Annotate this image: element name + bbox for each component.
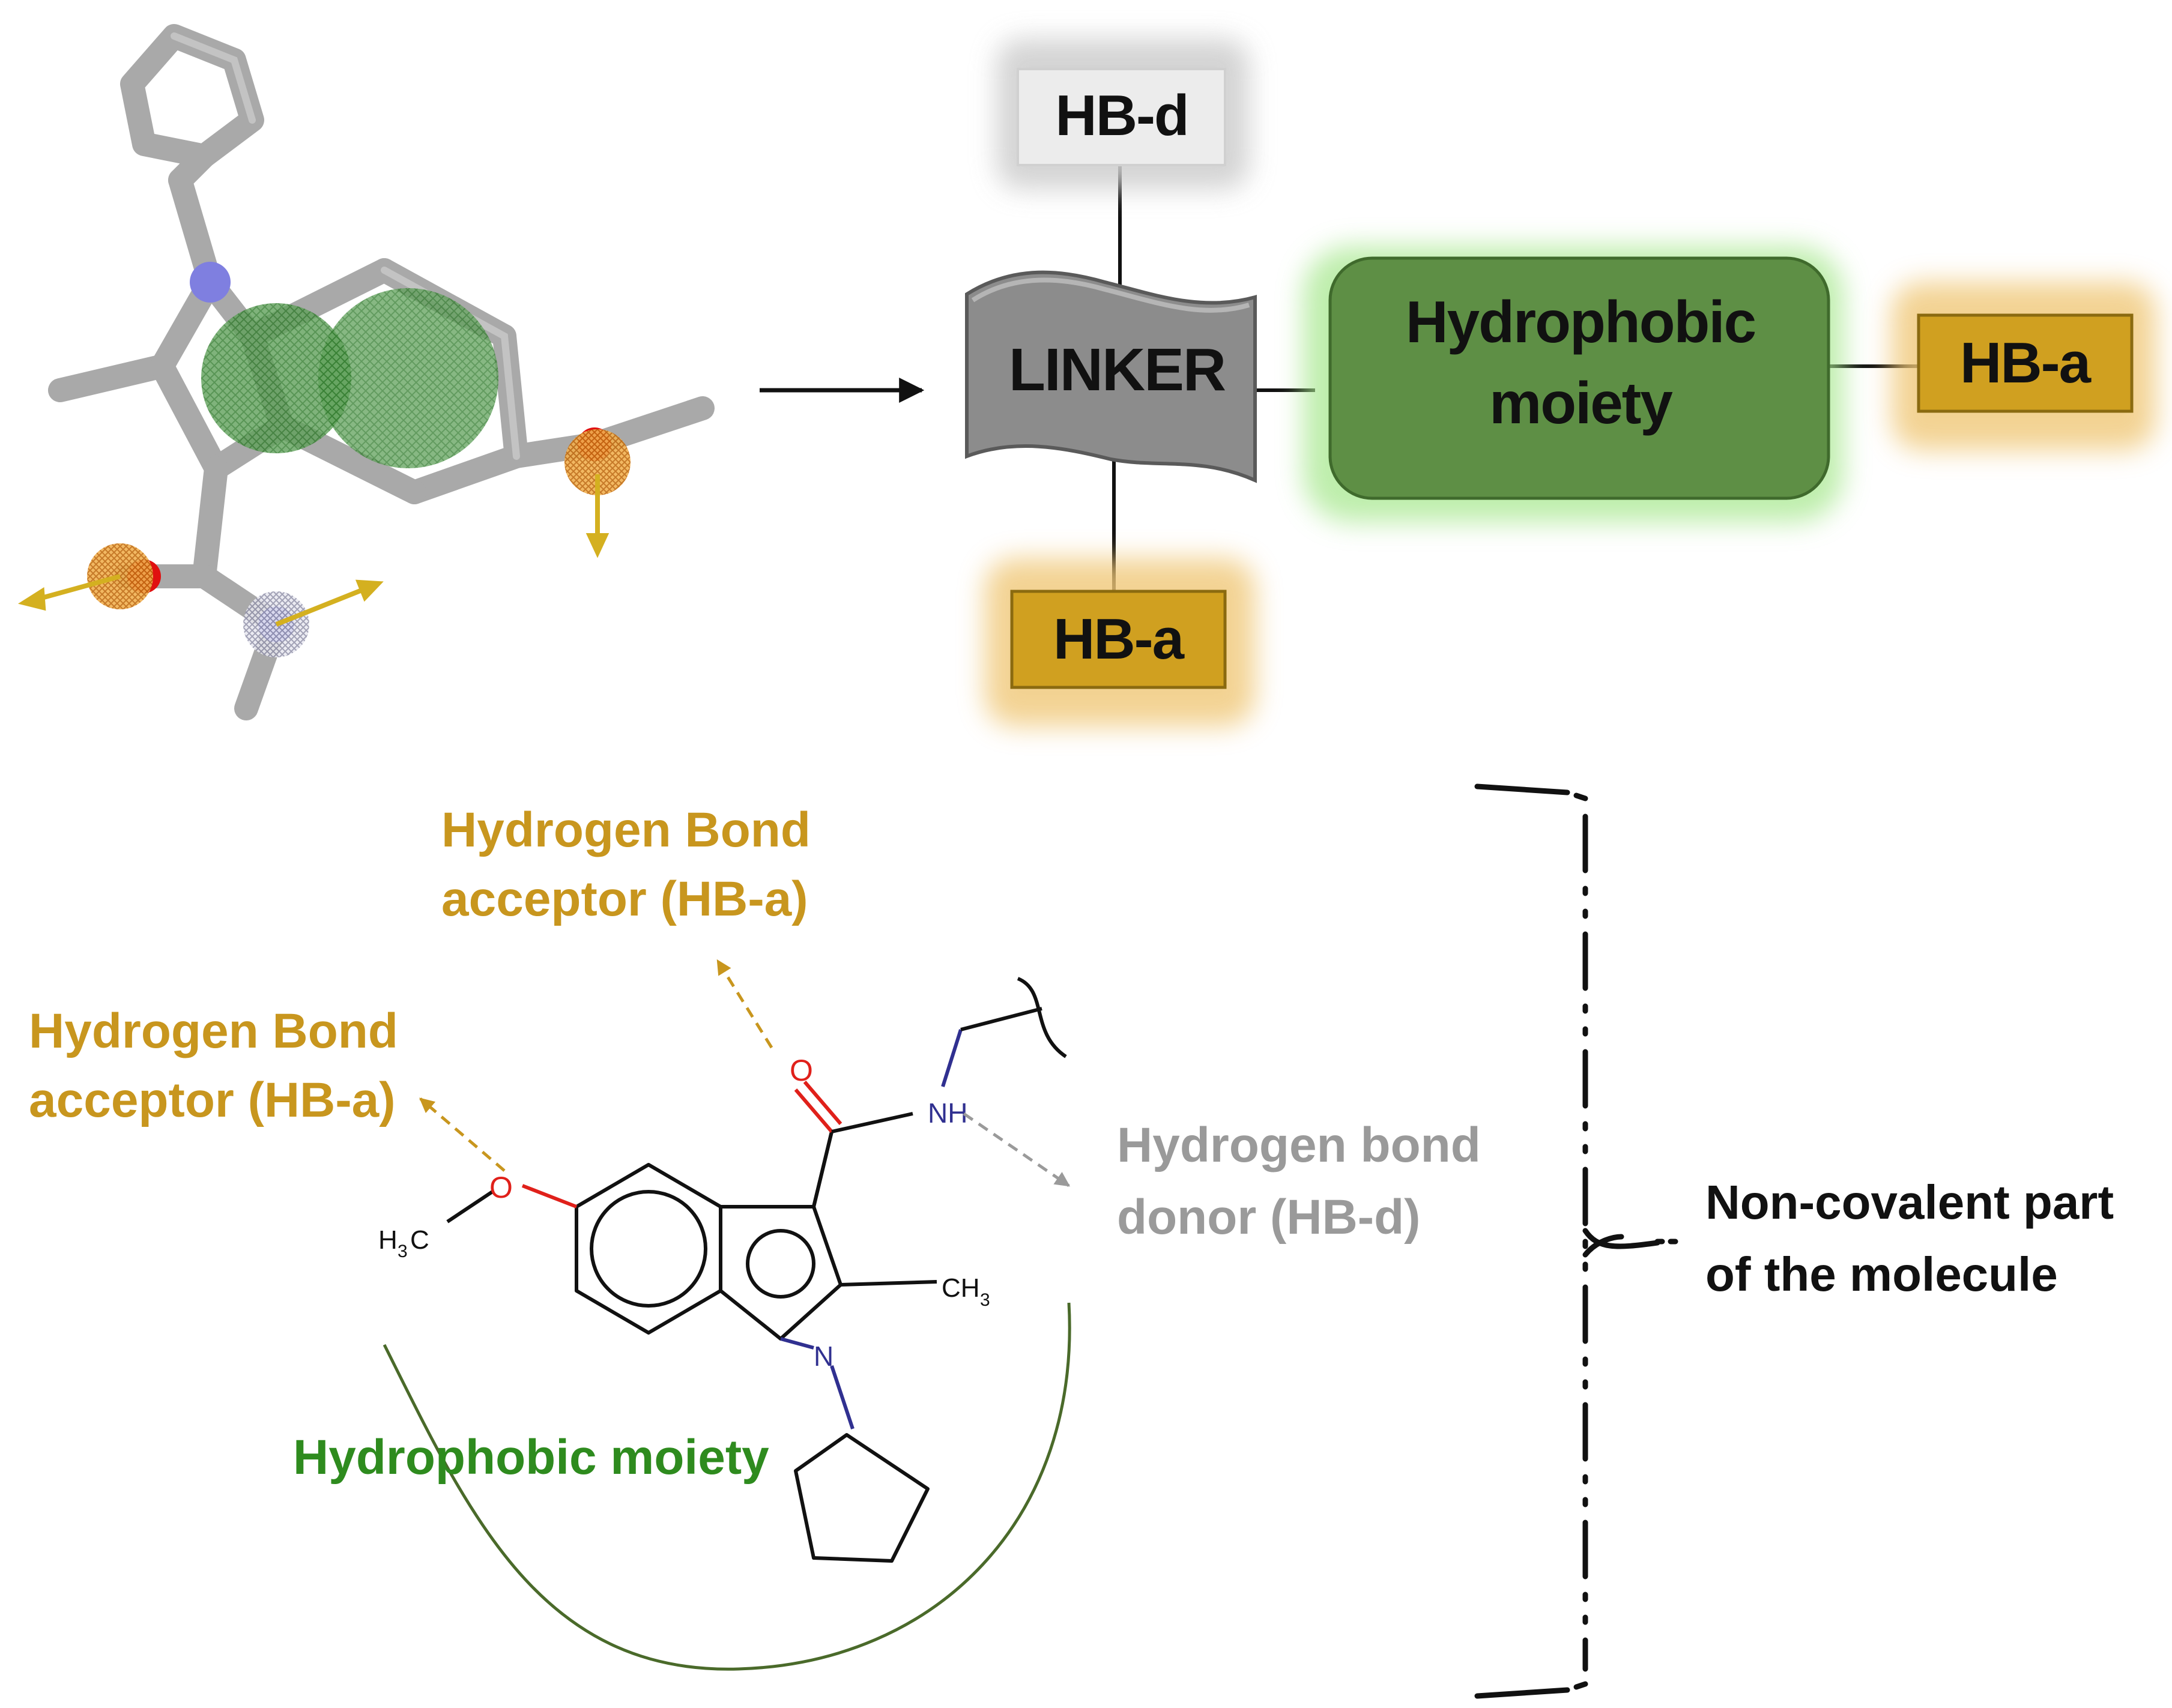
carbonyl-oxygen-label: O [790, 1054, 813, 1087]
hb-a-right-box [1917, 313, 2134, 413]
hb-d-label: HB-d [1055, 83, 1188, 148]
o-to-ch3 [446, 1190, 494, 1224]
structure-underlay [336, 925, 1087, 1585]
acceptor-feature-sphere [564, 429, 631, 495]
hba-top-line2: acceptor (HB-a) [441, 872, 808, 926]
c-to-nh [831, 1112, 913, 1133]
hydrophobic-label-line1: Hydrophobic [1406, 289, 1755, 355]
c5-to-o [521, 1184, 578, 1209]
donor-arrow-nh [963, 1112, 1071, 1187]
n-to-cyclopentyl [830, 1365, 855, 1429]
pyrrole-circle-clean [746, 1229, 815, 1299]
co-bond-b [803, 1081, 842, 1125]
linker-highlight [971, 277, 1250, 313]
ring-to-n [780, 1337, 814, 1350]
hb-a-right-label: HB-a [1960, 331, 2092, 395]
hydrophobic-annotation: Hydrophobic moiety [293, 1430, 769, 1485]
ch2-chain [960, 1007, 1042, 1031]
ether-oxygen-label: O [489, 1171, 513, 1204]
h3c-label: H 3 C [378, 1225, 429, 1261]
hba-top-line1: Hydrogen Bond [441, 803, 811, 857]
hb-a-bottom-box [1010, 590, 1227, 689]
hbd-line1: Hydrogen bond [1117, 1118, 1481, 1172]
hydrophobic-feature-sphere [201, 303, 351, 453]
structure-2d-clean: O NH O N H 3 C CH 3 [336, 925, 1087, 1671]
linker-banner [965, 270, 1257, 483]
feature-vectors [17, 474, 610, 627]
hydrophobic-label-line2: moiety [1489, 370, 1672, 436]
molecule-3d-render [17, 24, 715, 720]
hb-a-bottom-label: HB-a [1053, 607, 1185, 671]
noncovalent-line1: Non-covalent part [1705, 1175, 2114, 1229]
ch3-subscript: 3 [980, 1290, 990, 1310]
pharmacophore-schema: HB-d LINKER Hydrophobic moiety HB-a HB-a [965, 39, 2156, 726]
noncovalent-line2: of the molecule [1705, 1248, 2058, 1301]
h3c-c: C [410, 1225, 429, 1255]
wavy-cut [1017, 977, 1067, 1058]
h3c-h: H [378, 1225, 398, 1255]
nitrogen-atom-3d [190, 262, 231, 303]
hydrophobic-feature-sphere [318, 288, 498, 468]
annotation-labels: Hydrogen Bond acceptor (HB-a) Hydrogen B… [29, 803, 2114, 1485]
ch3-ch: CH [942, 1273, 980, 1303]
hydrophobic-box [1328, 256, 1830, 500]
hb-d-box [1017, 68, 1226, 166]
noncovalent-bracket [1474, 783, 1678, 1699]
linker-label: LINKER [1009, 336, 1226, 403]
ring-nitrogen-label: N [814, 1341, 833, 1372]
acceptor-arrow-ether [419, 1097, 506, 1172]
nh-to-ch2 [941, 1029, 963, 1087]
hba-left-line2: acceptor (HB-a) [29, 1073, 396, 1127]
co-bond-a [794, 1088, 833, 1133]
ch3-label: CH 3 [942, 1273, 990, 1310]
c3-to-carbonyl [812, 1131, 833, 1207]
c2-methyl-bond [840, 1280, 937, 1287]
hba-left-line1: Hydrogen Bond [29, 1004, 398, 1058]
hbd-line2: donor (HB-d) [1117, 1190, 1421, 1245]
benzene-circle-clean [590, 1190, 707, 1308]
nh-label: NH [928, 1097, 967, 1129]
hydrophobic-region-curve [383, 1302, 1071, 1671]
h3c-subscript: 3 [398, 1242, 408, 1261]
